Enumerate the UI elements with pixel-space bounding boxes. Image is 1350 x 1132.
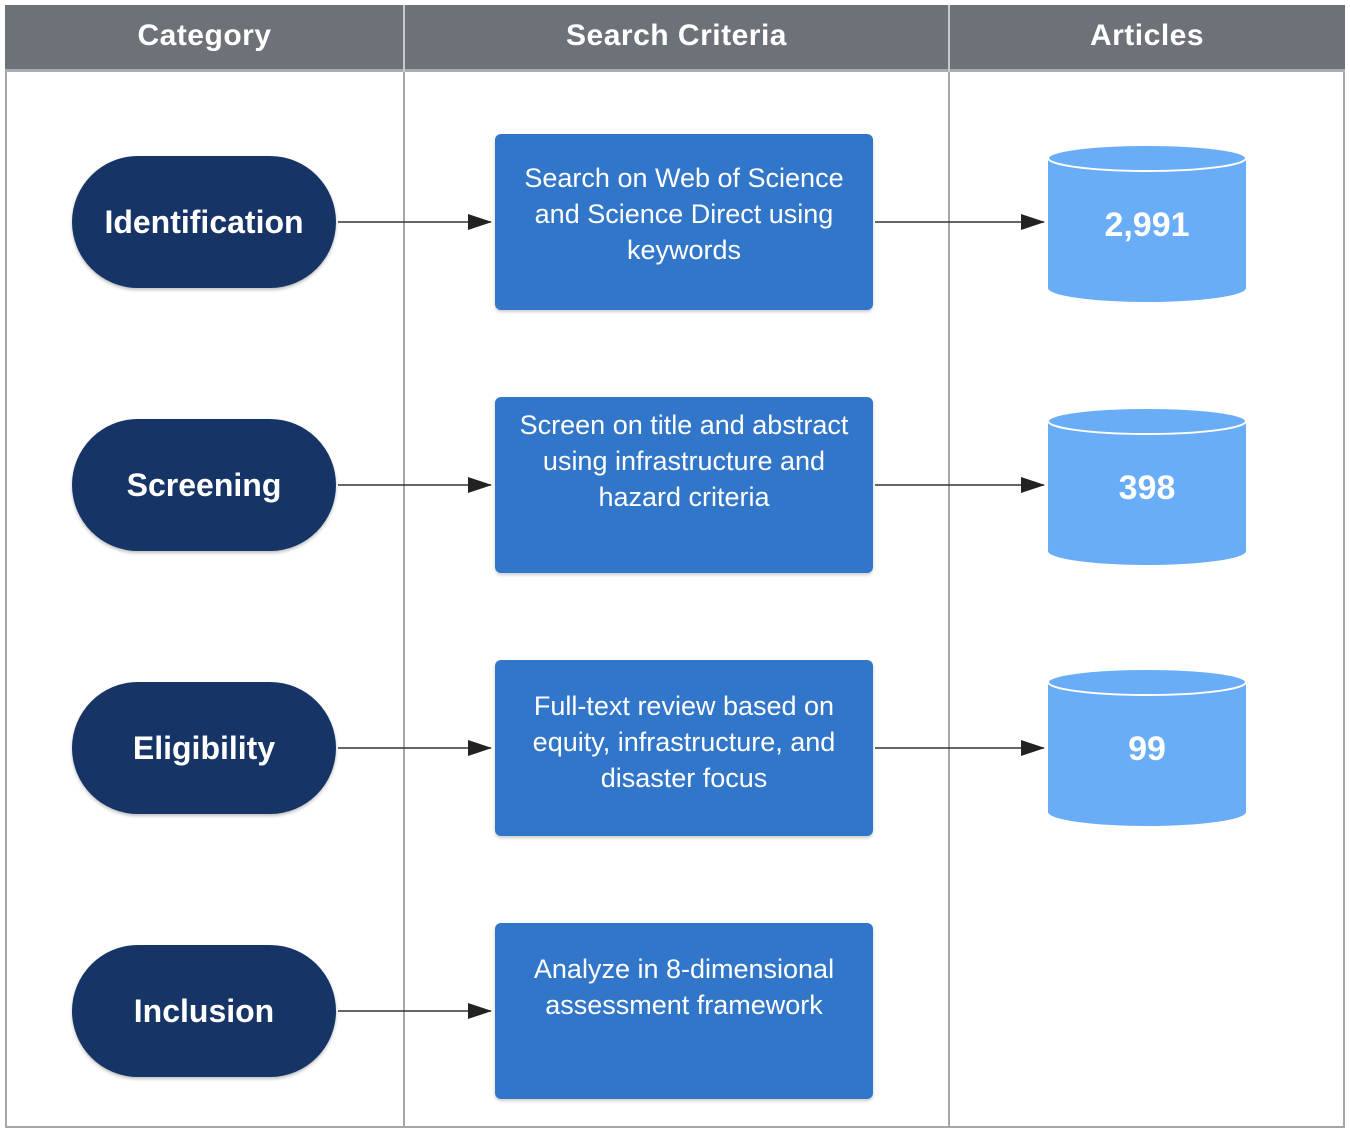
articles-count: 99	[1128, 730, 1166, 768]
stage-screening: Screening	[72, 419, 336, 551]
criteria-box-identification: Search on Web of Science and Science Dir…	[495, 134, 873, 310]
header-search-criteria: Search Criteria	[566, 19, 787, 52]
stage-inclusion: Inclusion	[72, 945, 336, 1077]
articles-cylinder-eligibility: 99	[1047, 668, 1247, 828]
criteria-box-screening: Screen on title and abstract using infra…	[495, 397, 873, 573]
articles-count: 398	[1118, 469, 1176, 507]
stage-eligibility: Eligibility	[72, 682, 336, 814]
criteria-box-eligibility: Full-text review based on equity, infras…	[495, 660, 873, 836]
header-bar	[5, 5, 1345, 72]
header-articles: Articles	[1089, 19, 1205, 52]
stage-identification: Identification	[72, 156, 336, 288]
header-divider	[403, 5, 405, 72]
column-divider	[948, 5, 950, 1128]
articles-count: 2,991	[1104, 206, 1190, 244]
header-category: Category	[137, 19, 272, 52]
header-divider	[948, 5, 950, 72]
criteria-box-inclusion: Analyze in 8-dimensional assessment fram…	[495, 923, 873, 1099]
articles-cylinder-screening: 398	[1047, 407, 1247, 567]
column-divider	[403, 5, 405, 1128]
articles-cylinder-identification: 2,991	[1047, 144, 1247, 304]
